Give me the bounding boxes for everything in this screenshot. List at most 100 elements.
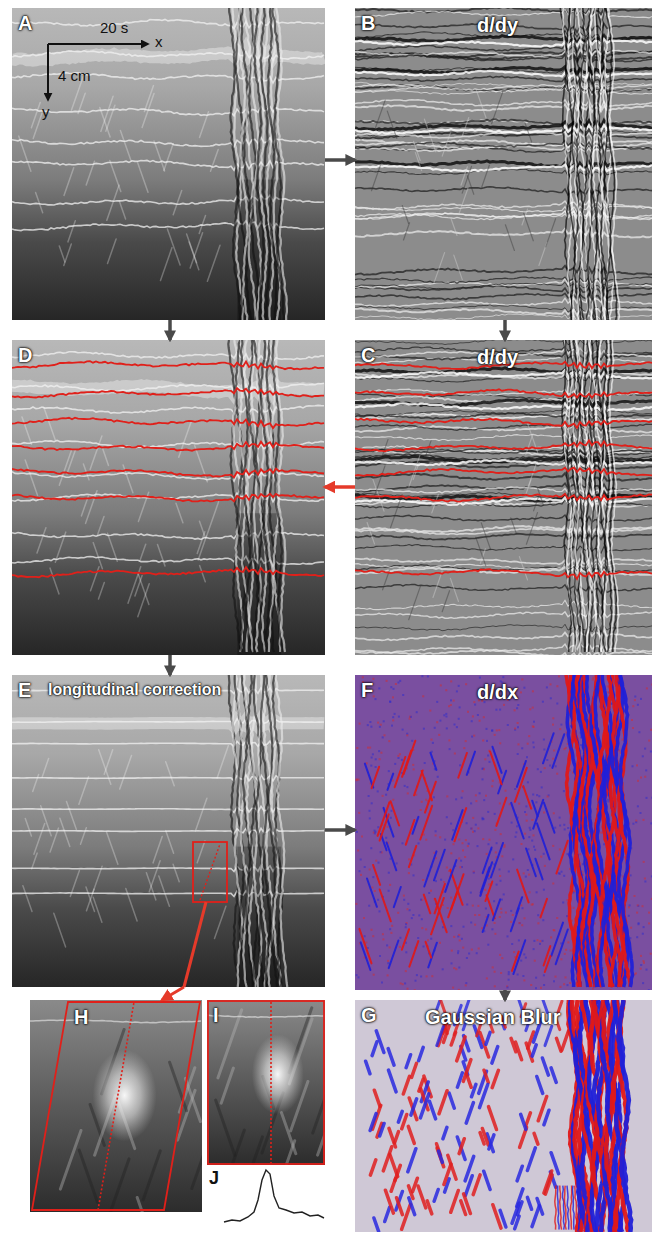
noise-dot [519, 922, 521, 924]
noise-dot [483, 768, 485, 770]
noise-dot [496, 884, 498, 886]
noise-dot [439, 942, 441, 944]
noise-dot [535, 987, 537, 989]
noise-dot [439, 720, 441, 722]
wave-streak [429, 1101, 435, 1119]
noise-dot [495, 709, 497, 711]
wave-streak [370, 1114, 376, 1131]
wave-streak [370, 1160, 375, 1175]
noise-dot [629, 904, 631, 906]
noise-dot [407, 908, 409, 910]
noise-dot [539, 943, 541, 945]
flow-arrow [168, 320, 172, 340]
noise-dot [535, 801, 537, 803]
wave-streak [545, 1026, 552, 1045]
wave-streak [375, 100, 385, 128]
noise-dot [651, 898, 652, 900]
wave-streak [367, 879, 377, 907]
wave-streak [404, 223, 410, 240]
noise-dot [499, 869, 501, 871]
noise-dot [535, 977, 537, 979]
wave-streak [450, 578, 458, 601]
panel-image [355, 675, 652, 990]
wave-streak [32, 853, 38, 869]
wave-streak [444, 1164, 451, 1184]
wave-streak [526, 1043, 532, 1061]
wave-streak [93, 543, 102, 569]
noise-dot [427, 939, 429, 941]
wave-streak [108, 239, 117, 264]
noise-dot [368, 795, 370, 797]
wave-streak [67, 801, 77, 829]
noise-dot [356, 831, 358, 833]
noise-dot [502, 676, 504, 678]
noise-dot [467, 845, 469, 847]
wave-streak [154, 141, 165, 171]
trace-line [355, 440, 652, 451]
noise-dot [553, 980, 555, 982]
noise-dot [407, 792, 409, 794]
noise-dot [525, 957, 527, 959]
wave-streak [391, 495, 403, 528]
wave-streak [102, 448, 108, 466]
noise-dot [377, 826, 379, 828]
noise-dot [451, 950, 453, 952]
noise-dot [646, 797, 648, 799]
noise-dot [427, 675, 429, 677]
noise-dot [422, 879, 424, 881]
wave-streak [552, 734, 564, 768]
wave-streak [454, 255, 463, 280]
scale-label: 4 cm [58, 68, 91, 85]
noise-dot [450, 699, 452, 701]
noise-dot [392, 719, 394, 721]
noise-dot [382, 933, 384, 935]
image-panel: Fd/dx [355, 675, 652, 990]
noise-dot [554, 827, 556, 829]
noise-dot [372, 753, 374, 755]
noise-dot [402, 729, 404, 731]
noise-dot [518, 743, 520, 745]
noise-dot [552, 845, 554, 847]
noise-dot [482, 740, 484, 742]
wave-streak [97, 516, 104, 535]
wave-streak [532, 801, 537, 817]
noise-dot [521, 924, 523, 926]
wave-streak [197, 841, 205, 863]
wave-streak [159, 876, 170, 906]
noise-dot [474, 830, 476, 832]
noise-dot [387, 962, 389, 964]
noise-dot [643, 962, 645, 964]
wave-streak [67, 450, 75, 474]
noise-dot [563, 983, 565, 985]
noise-dot [645, 769, 647, 771]
panel-label: A [18, 12, 32, 34]
panel-label: D [18, 344, 32, 366]
noise-dot [478, 914, 480, 916]
noise-dot [538, 795, 540, 797]
wave-streak [451, 874, 463, 909]
noise-dot [640, 964, 642, 966]
noise-dot [386, 680, 388, 682]
noise-dot [517, 722, 519, 724]
noise-dot [500, 972, 502, 974]
noise-dot [552, 717, 554, 719]
noise-dot [454, 724, 456, 726]
noise-dot [499, 742, 501, 744]
noise-dot [449, 748, 451, 750]
noise-dot [507, 724, 509, 726]
noise-dot [532, 742, 534, 744]
wave-streak [439, 1151, 443, 1162]
noise-dot [423, 728, 425, 730]
noise-dot [409, 716, 411, 718]
noise-dot [543, 739, 545, 741]
noise-dot [459, 706, 461, 708]
noise-dot [370, 765, 372, 767]
noise-dot [555, 976, 557, 978]
trace-line [12, 567, 324, 577]
noise-dot [408, 858, 410, 860]
trace-line [355, 55, 652, 63]
noise-dot [494, 922, 496, 924]
wave-streak [524, 213, 534, 241]
panel-background [207, 1000, 325, 1165]
wave-streak [486, 1032, 490, 1044]
